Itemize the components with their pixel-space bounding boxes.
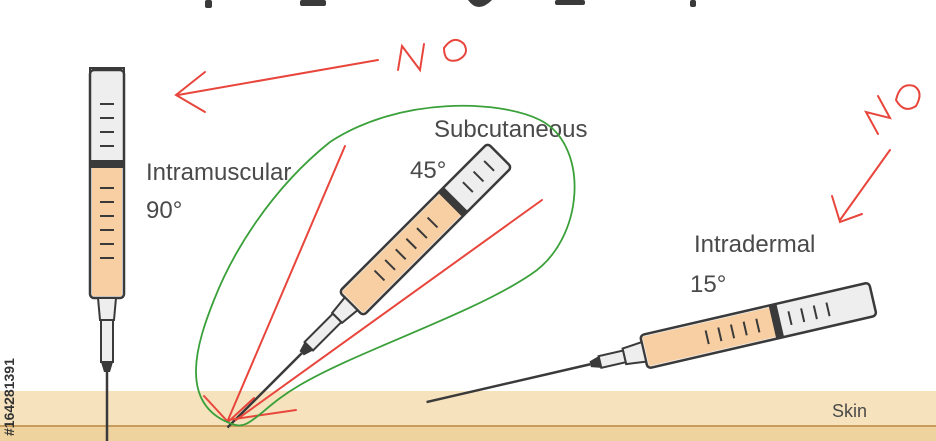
cropped-title-fragment — [205, 0, 696, 8]
intradermal-label: Intradermal — [694, 231, 815, 258]
intramuscular-label: Intramuscular — [146, 159, 291, 186]
no-annotation-right — [864, 84, 921, 135]
subcutaneous-label: Subcutaneous — [434, 116, 587, 143]
intramuscular-syringe — [88, 67, 126, 441]
intradermal-syringe — [426, 281, 878, 404]
red-arrow-top — [174, 59, 379, 113]
skin-label: Skin — [832, 401, 867, 421]
subcutaneous-angle: 45° — [410, 157, 446, 184]
green-circle-annotation — [195, 104, 576, 427]
stock-id: #164281391 — [1, 358, 17, 436]
no-annotation-top — [397, 38, 467, 73]
subcutaneous-syringe — [226, 143, 512, 429]
red-arrow-right — [831, 149, 891, 224]
intramuscular-angle: 90° — [146, 197, 182, 224]
skin-layer — [0, 391, 936, 441]
intradermal-angle: 15° — [690, 271, 726, 298]
